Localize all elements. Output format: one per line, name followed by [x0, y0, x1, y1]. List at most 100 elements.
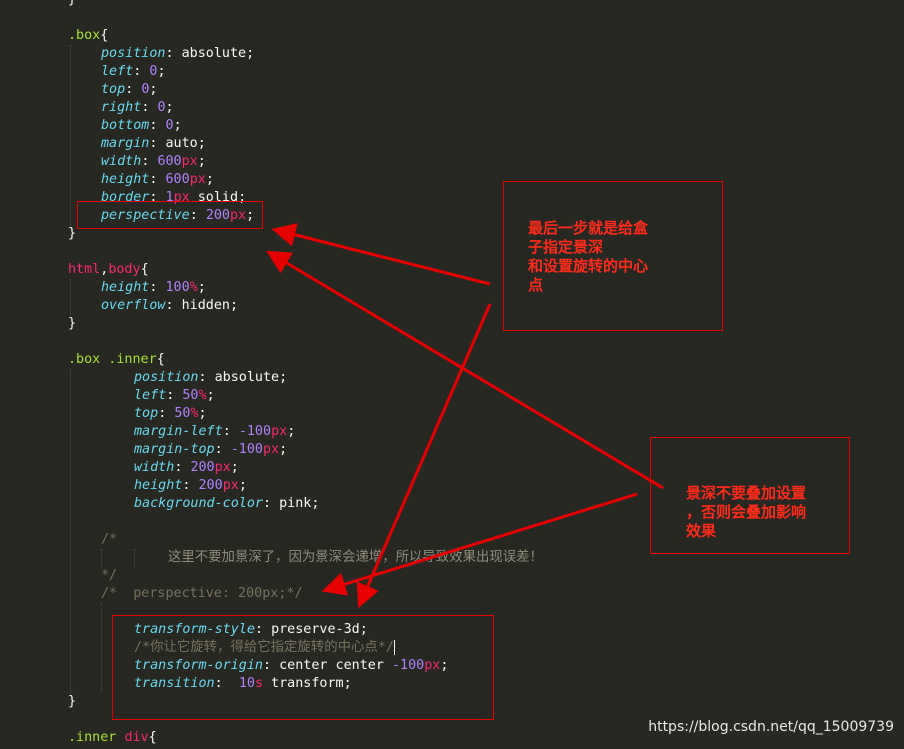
code-token: : [182, 478, 199, 493]
code-token: absolute [214, 370, 280, 385]
code-token: : [149, 118, 166, 133]
code-line: margin-top: -100px; [134, 441, 287, 459]
code-line: */ [101, 567, 117, 585]
code-token: transform-style [134, 622, 255, 637]
watermark: https://blog.csdn.net/qq_15009739 [648, 719, 894, 735]
arrow-to-commented-perspective [321, 492, 638, 596]
code-line: .inner div{ [68, 729, 157, 747]
code-token: : [174, 460, 191, 475]
code-token: : [141, 100, 158, 115]
editor-gutter [0, 0, 40, 749]
code-line: } [68, 315, 76, 333]
code-token: : [165, 298, 182, 313]
code-token: 1 [165, 190, 174, 205]
code-line: margin-left: -100px; [134, 423, 295, 441]
code-line: top: 50%; [134, 405, 207, 423]
code-token: -100 [230, 442, 263, 457]
code-token: ; [197, 154, 206, 169]
callout-text-top: 最后一步就是给盒 子指定景深 和设置旋转的中心 点 [528, 219, 649, 294]
code-token: : [165, 46, 182, 61]
code-token: ; [205, 172, 214, 187]
code-token: -100 [392, 658, 425, 673]
code-token: : [158, 406, 175, 421]
code-line: } [68, 0, 76, 9]
code-token: ; [230, 460, 239, 475]
code-line: /*你让它旋转，得给它指定旋转的中心点*/ [134, 639, 395, 657]
highlight-box-perspective [77, 201, 263, 229]
code-line: width: 200px; [134, 459, 239, 477]
code-token: perspective [101, 208, 190, 223]
code-token: pink [279, 496, 312, 511]
code-token: auto [165, 136, 198, 151]
code-token: ; [440, 658, 449, 673]
code-token: 200 [205, 208, 230, 223]
code-token: 0 [157, 100, 166, 115]
code-token: position [134, 370, 199, 385]
code-token: : [133, 64, 150, 79]
code-line: height: 600px; [101, 171, 214, 189]
code-token: : [254, 622, 272, 637]
indent-guide [134, 549, 135, 567]
code-line: .box .inner{ [68, 351, 165, 369]
arrow-to-html-body [266, 250, 664, 490]
code-token: ; [238, 190, 247, 205]
code-token: 0 [165, 118, 174, 133]
code-token: { [100, 28, 109, 43]
code-token: 100 [165, 280, 190, 295]
code-line: top: 0; [101, 81, 157, 99]
code-token: left [134, 388, 167, 403]
code-token: : [189, 208, 206, 223]
code-token: px [424, 658, 441, 673]
callout-text-right: 景深不要叠加设置 ，否则会叠加影响 效果 [686, 484, 807, 540]
code-token: : [263, 658, 280, 673]
code-token: , [100, 262, 109, 277]
code-token: */ [101, 568, 118, 583]
code-token: 0 [141, 82, 150, 97]
code-token: px [181, 154, 198, 169]
code-token: ; [206, 388, 215, 403]
code-token: right [101, 100, 142, 115]
code-token: top [101, 82, 126, 97]
code-token: { [148, 730, 157, 745]
code-token: : [149, 136, 166, 151]
code-line: right: 0; [101, 99, 174, 117]
code-token: height [134, 478, 183, 493]
code-token: % [189, 280, 198, 295]
code-line: html,body{ [68, 261, 149, 279]
code-token: ; [343, 676, 352, 691]
code-token: bottom [101, 118, 150, 133]
code-token: background-color [134, 496, 263, 511]
indent-guide [101, 603, 102, 693]
code-line: bottom: 0; [101, 117, 182, 135]
code-token: ; [238, 478, 247, 493]
code-token: ; [279, 370, 288, 385]
indent-guide [101, 549, 102, 567]
code-token: { [156, 352, 165, 367]
code-line: left: 50%; [134, 387, 215, 405]
code-token: : [149, 172, 166, 187]
code-token: 600 [165, 172, 190, 187]
text-cursor [393, 639, 395, 655]
code-token: px [222, 478, 239, 493]
code-token: transition [134, 676, 215, 691]
code-token: ; [359, 622, 368, 637]
code-token: ; [279, 442, 288, 457]
code-token: 600 [157, 154, 182, 169]
code-line: } [68, 225, 76, 243]
code-line: height: 100%; [101, 279, 206, 297]
code-token: 0 [149, 64, 158, 79]
code-token: } [68, 316, 77, 331]
code-line: height: 200px; [134, 477, 247, 495]
indent-guide [70, 369, 71, 693]
code-line: /* [101, 531, 117, 549]
arrow-to-perspective [271, 223, 491, 286]
code-line: perspective: 200px; [101, 207, 254, 225]
code-token: top [134, 406, 159, 421]
code-token: : [214, 442, 231, 457]
code-token: : [222, 424, 239, 439]
code-token: : [141, 154, 158, 169]
code-token: 200 [190, 460, 215, 475]
code-token: absolute [181, 46, 247, 61]
code-token: px [263, 442, 280, 457]
